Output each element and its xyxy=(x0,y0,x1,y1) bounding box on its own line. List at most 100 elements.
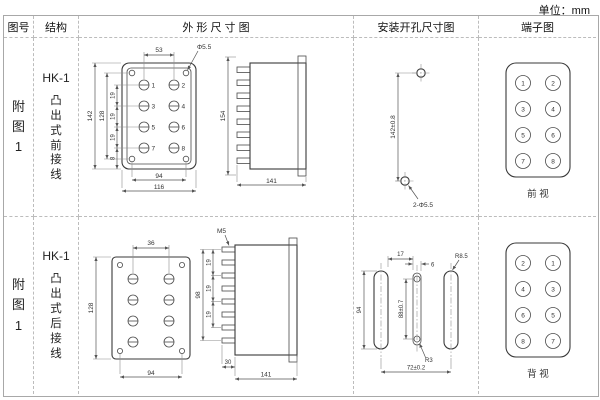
outline-dimension-drawing-front-wiring: 1 2 3 4 5 6 7 8 53 Φ5.5 xyxy=(87,44,307,193)
structure-char: 接 xyxy=(50,332,62,345)
structure-row1: HK-1 凸 出 式 前 接 线 xyxy=(34,38,79,217)
structure-model: HK-1 xyxy=(42,249,70,264)
terminal-id: 2 xyxy=(551,81,555,88)
terminal-id: 1 xyxy=(551,260,555,267)
dim-label-116: 116 xyxy=(154,184,165,191)
terminal-id: 8 xyxy=(551,159,555,166)
outline-cell-row1: 1 2 3 4 5 6 7 8 53 Φ5.5 xyxy=(79,38,354,217)
terminal-id: 4 xyxy=(551,107,555,114)
terminal-id: 6 xyxy=(521,312,525,319)
view-label: 背 视 xyxy=(527,368,549,380)
terminal-number: 6 xyxy=(182,125,186,132)
outline-cell-row2: 36 128 94 xyxy=(79,217,354,394)
side-view xyxy=(221,237,298,362)
side-view xyxy=(236,55,307,177)
dim-label-r85: R8.5 xyxy=(455,254,468,260)
dim-label-pitch: 19 xyxy=(111,113,117,120)
structure-char: 接 xyxy=(50,154,62,167)
terminal-circles: 1 2 3 4 5 6 7 8 xyxy=(514,75,561,169)
dim-label-128: 128 xyxy=(88,302,95,313)
structure-char: 线 xyxy=(50,169,62,182)
terminal-screws: 1 2 3 4 5 6 7 8 xyxy=(138,79,186,154)
terminal-cell-row2: 2 1 4 3 6 5 8 7 背 视 xyxy=(479,217,596,394)
terminal-cell-row1: 1 2 3 4 5 6 7 8 前 视 xyxy=(479,38,596,217)
mounting-dimensions: 17 6 R8.5 94 88±0.7 72±0.2 R3 xyxy=(357,252,468,374)
terminal-number: 1 xyxy=(152,83,156,90)
terminal-number: 7 xyxy=(152,146,156,153)
dim-label-pitch: 19 xyxy=(207,284,213,291)
mounting-slots xyxy=(373,262,459,357)
front-view-dimensions: 53 Φ5.5 142 128 19 19 19 xyxy=(87,44,212,193)
structure-char: 式 xyxy=(50,303,62,316)
structure-char: 出 xyxy=(50,109,62,122)
terminal-number: 4 xyxy=(182,104,186,111)
terminal-id: 4 xyxy=(521,286,525,293)
mounting-cell-row2: 17 6 R8.5 94 88±0.7 72±0.2 R3 xyxy=(354,217,479,394)
header-structure: 结构 xyxy=(34,16,79,38)
rear-view xyxy=(111,255,191,360)
dim-label-53: 53 xyxy=(155,47,163,54)
figure-char: 1 xyxy=(14,139,23,155)
terminal-number: 5 xyxy=(152,125,156,132)
outline-dimension-drawing-rear-wiring: 36 128 94 xyxy=(88,228,298,381)
dim-label-141: 141 xyxy=(261,371,272,378)
dim-label-154: 154 xyxy=(220,110,227,121)
dim-label-94: 94 xyxy=(155,173,163,180)
dim-label-r3: R3 xyxy=(425,358,433,364)
figure-char: 1 xyxy=(14,317,23,333)
dim-label-88: 88±0.7 xyxy=(399,299,405,318)
header-mounting: 安装开孔尺寸图 xyxy=(354,16,479,38)
figure-number-row1: 附 图 1 xyxy=(4,38,34,217)
dim-label-m5: M5 xyxy=(217,228,226,235)
structure-row2: HK-1 凸 出 式 后 接 线 xyxy=(34,217,79,394)
terminal-id: 7 xyxy=(551,338,555,345)
terminal-id: 7 xyxy=(521,159,525,166)
dim-label-141: 141 xyxy=(266,178,277,185)
dim-label-94: 94 xyxy=(357,306,363,313)
side-view-dimensions: M5 98 19 19 19 30 xyxy=(195,228,298,381)
dim-label-94: 94 xyxy=(147,370,155,377)
figure-number-row2: 附 图 1 xyxy=(4,217,34,394)
spec-table: 图号 结构 外 形 尺 寸 图 安装开孔尺寸图 端子图 附 图 1 HK-1 凸… xyxy=(3,15,599,397)
mounting-holes xyxy=(396,64,430,190)
structure-char: 出 xyxy=(50,288,62,301)
side-view-dimensions: 154 141 xyxy=(220,56,307,187)
dim-label-128: 128 xyxy=(99,110,106,121)
figure-char: 附 xyxy=(11,98,25,114)
front-view: 1 2 3 4 5 6 7 8 xyxy=(121,62,197,170)
structure-char: 后 xyxy=(50,318,62,330)
terminal-diagram-rear-view: 2 1 4 3 6 5 8 7 背 视 xyxy=(504,241,571,380)
terminal-id: 1 xyxy=(521,81,525,88)
dim-label-98: 98 xyxy=(195,291,202,299)
dim-label-17: 17 xyxy=(397,252,404,258)
terminal-id: 3 xyxy=(551,286,555,293)
mounting-cell-row1: 142±0.8 2-Φ5.5 xyxy=(354,38,479,217)
terminal-number: 2 xyxy=(182,83,186,90)
view-label: 前 视 xyxy=(527,188,549,200)
terminal-diagram-front-view: 1 2 3 4 5 6 7 8 前 视 xyxy=(504,62,571,200)
terminal-screws xyxy=(127,273,175,347)
dim-label-pitch: 19 xyxy=(111,92,117,99)
header-outline: 外 形 尺 寸 图 xyxy=(79,16,354,38)
header-figure: 图号 xyxy=(4,16,34,38)
dim-label-36: 36 xyxy=(147,240,155,247)
dim-label-72: 72±0.2 xyxy=(407,365,426,371)
terminal-number: 8 xyxy=(182,146,186,153)
figure-char: 图 xyxy=(11,297,25,313)
figure-char: 附 xyxy=(11,277,25,293)
structure-char: 式 xyxy=(50,124,62,137)
terminal-id: 6 xyxy=(551,133,555,140)
mounting-dimensions: 142±0.8 2-Φ5.5 xyxy=(390,72,433,209)
dim-label-6: 6 xyxy=(431,262,435,268)
terminal-id: 3 xyxy=(521,107,525,114)
terminal-id: 5 xyxy=(551,312,555,319)
dim-label-hole: Φ5.5 xyxy=(197,44,212,51)
structure-char: 线 xyxy=(50,347,62,360)
figure-char: 图 xyxy=(11,118,25,134)
terminal-id: 8 xyxy=(521,338,525,345)
holes-count-label: 2-Φ5.5 xyxy=(413,202,433,209)
unit-label: 单位：mm xyxy=(538,5,590,17)
structure-char: 凸 xyxy=(50,94,62,107)
mounting-hole-drawing-front-wiring: 142±0.8 2-Φ5.5 xyxy=(390,64,433,209)
dim-label-30: 30 xyxy=(225,360,232,366)
